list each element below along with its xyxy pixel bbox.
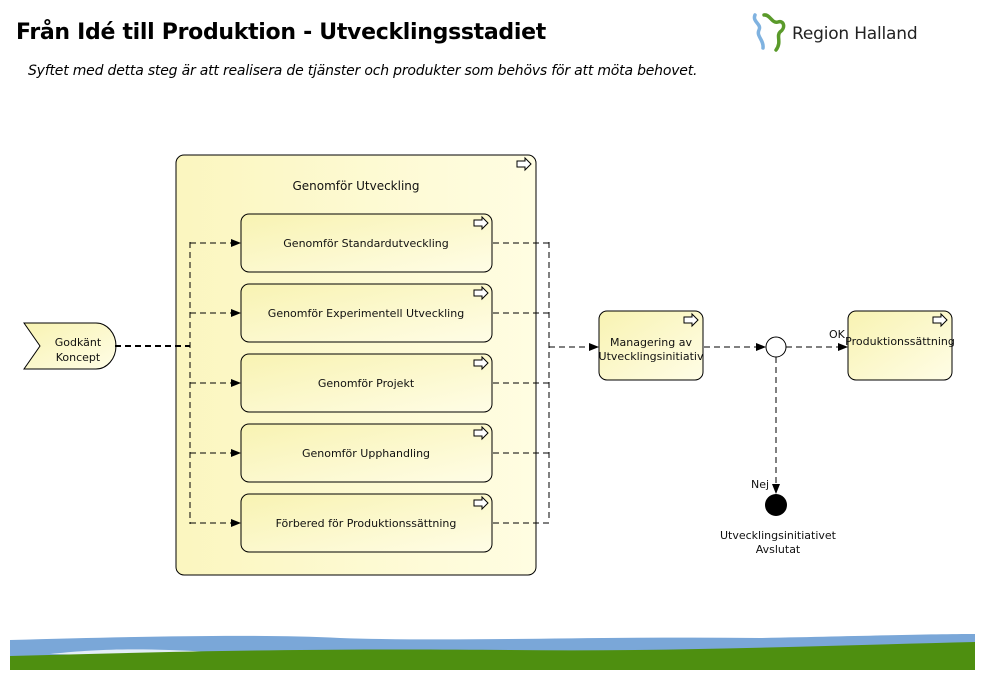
logo-text: Region Halland: [792, 24, 918, 44]
managering-label-1: Managering av: [610, 336, 692, 349]
start-event-godkant-koncept[interactable]: Godkänt Koncept: [23, 322, 117, 370]
region-halland-logo-icon: [752, 13, 786, 52]
managering-label-2: Utvecklingsinitiativ: [599, 350, 704, 363]
start-event-label-2: Koncept: [56, 351, 101, 364]
subprocess-3[interactable]: Genomför Upphandling: [240, 423, 493, 483]
page-title: Från Idé till Produktion - Utvecklingsst…: [16, 20, 546, 45]
subprocess-label: Genomför Upphandling: [302, 447, 430, 460]
region-halland-logo: Region Halland: [750, 10, 950, 55]
production-label: Produktionssättning: [845, 335, 955, 348]
subprocess-1[interactable]: Genomför Experimentell Utveckling: [240, 283, 493, 343]
start-event-label-1: Godkänt: [55, 336, 102, 349]
subprocess-2[interactable]: Genomför Projekt: [240, 353, 493, 413]
task-managering[interactable]: Managering av Utvecklingsinitiativ: [598, 310, 704, 381]
subprocess-0[interactable]: Genomför Standardutveckling: [240, 213, 493, 273]
landscape-footer: [10, 634, 975, 670]
subprocess-label: Genomför Standardutveckling: [283, 237, 448, 250]
subprocess-label: Förbered för Produktionssättning: [276, 517, 457, 530]
end-event[interactable]: [765, 494, 787, 516]
process-diagram: Genomför Utveckling Godkänt Koncept Geno…: [23, 154, 955, 576]
subprocess-4[interactable]: Förbered för Produktionssättning: [240, 493, 493, 553]
ok-label: OK: [829, 328, 846, 341]
task-produktionssattning[interactable]: Produktionssättning: [845, 310, 955, 381]
container-title: Genomför Utveckling: [292, 179, 419, 193]
end-event-label-1: Utvecklingsinitiativet: [720, 529, 837, 542]
end-event-label-2: Avslutat: [756, 543, 801, 556]
gateway[interactable]: [765, 336, 787, 358]
page-subtitle: Syftet med detta steg är att realisera d…: [28, 63, 698, 79]
subprocess-label: Genomför Experimentell Utveckling: [268, 307, 464, 320]
subprocess-label: Genomför Projekt: [318, 377, 415, 390]
nej-label: Nej: [751, 478, 769, 491]
